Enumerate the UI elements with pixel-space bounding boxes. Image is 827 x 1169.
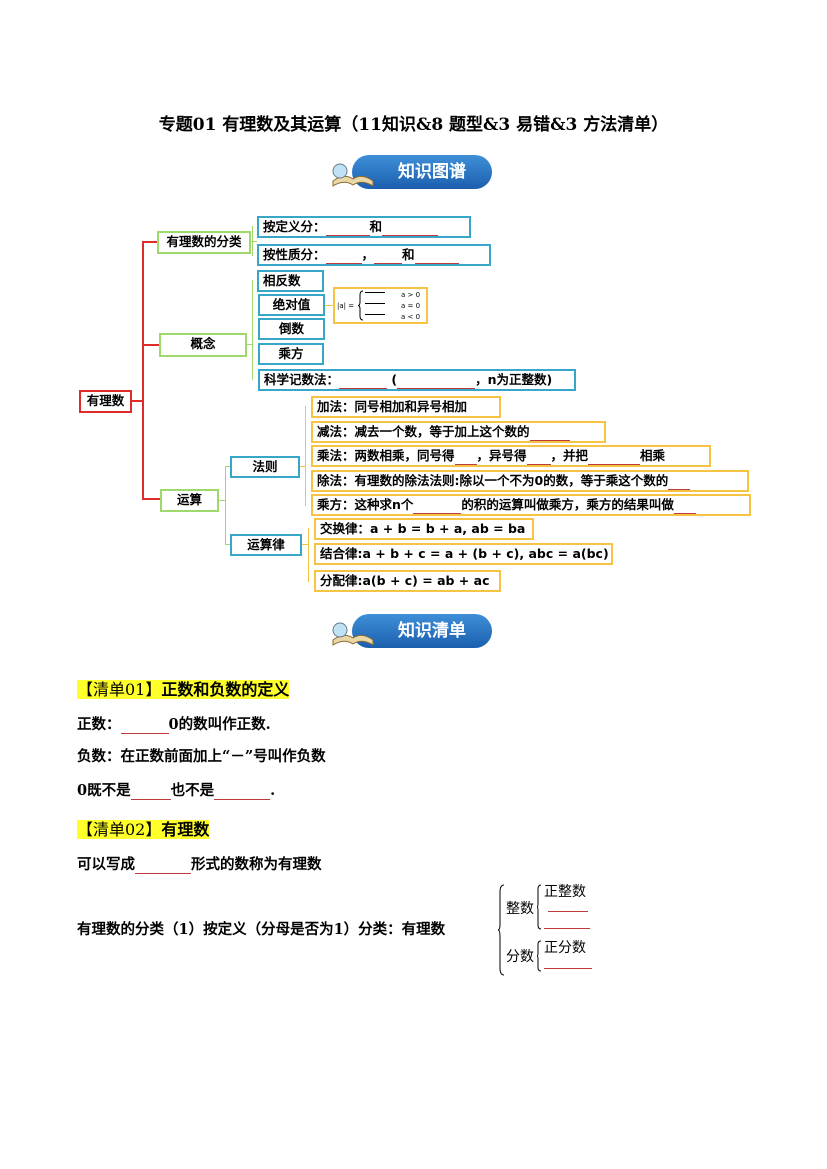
node-by-definition: 按定义分：和 bbox=[257, 216, 471, 238]
node-abs-formula: |a| = a > 0 a = 0 a < 0 bbox=[333, 287, 428, 324]
rule-division: 除法：有理数的除法法则:除以一个不为0的数，等于乘这个数的 bbox=[311, 470, 749, 492]
banner-label: 知识图谱 bbox=[352, 155, 492, 189]
banner-knowledge-map: 知识图谱 bbox=[330, 155, 492, 189]
integer-label: 整数 bbox=[506, 901, 534, 917]
positive-integer-label: 正整数 bbox=[544, 884, 586, 900]
node-classification: 有理数的分类 bbox=[157, 231, 251, 254]
negative-definition: 负数：在正数前面加上“－”号叫作负数 bbox=[77, 748, 326, 765]
rule-subtraction: 减法：减去一个数，等于加上这个数的 bbox=[311, 421, 606, 443]
book-icon bbox=[332, 163, 374, 187]
banner-knowledge-list: 知识清单 bbox=[330, 614, 492, 648]
law-distributive: 分配律:a(b + c) = ab + ac bbox=[314, 570, 501, 592]
blank bbox=[544, 928, 590, 929]
section-heading-01: 【清单01】正数和负数的定义 bbox=[77, 680, 290, 699]
section-heading-02: 【清单02】有理数 bbox=[77, 820, 210, 839]
book-icon bbox=[332, 622, 374, 646]
blank bbox=[548, 911, 588, 912]
classification-line: 有理数的分类（1）按定义（分母是否为1）分类：有理数 bbox=[77, 921, 446, 938]
brace-icon bbox=[497, 884, 505, 976]
brace-icon bbox=[536, 940, 542, 972]
law-commutative: 交换律：a + b = b + a, ab = ba bbox=[314, 518, 534, 540]
rule-addition: 加法：同号相加和异号相加 bbox=[311, 396, 501, 418]
node-laws: 运算律 bbox=[230, 534, 302, 556]
positive-fraction-label: 正分数 bbox=[544, 940, 586, 956]
zero-statement: 0既不是也不是. bbox=[77, 782, 276, 800]
node-reciprocal: 倒数 bbox=[258, 318, 325, 340]
node-opposite: 相反数 bbox=[257, 270, 324, 292]
node-rational-numbers: 有理数 bbox=[79, 390, 132, 413]
node-absolute: 绝对值 bbox=[258, 294, 325, 316]
rule-power: 乘方：这种求n个的积的运算叫做乘方，乘方的结果叫做 bbox=[311, 494, 751, 516]
node-concept: 概念 bbox=[159, 333, 247, 357]
brace-icon bbox=[357, 290, 364, 321]
banner-label: 知识清单 bbox=[352, 614, 492, 648]
blank bbox=[544, 968, 592, 969]
node-operations: 运算 bbox=[160, 489, 219, 512]
node-by-property: 按性质分：，和 bbox=[257, 244, 491, 266]
page-title: 专题01 有理数及其运算（11知识&8 题型&3 易错&3 方法清单） bbox=[158, 115, 669, 135]
node-rules: 法则 bbox=[230, 456, 300, 478]
rule-multiplication: 乘法：两数相乘，同号得，异号得，并把相乘 bbox=[311, 445, 711, 467]
positive-definition: 正数：0的数叫作正数. bbox=[77, 716, 271, 734]
fraction-label: 分数 bbox=[506, 949, 534, 965]
node-scientific-notation: 科学记数法： (，n为正整数) bbox=[258, 369, 576, 391]
rational-definition: 可以写成形式的数称为有理数 bbox=[77, 856, 322, 874]
brace-icon bbox=[536, 884, 542, 930]
law-associative: 结合律:a + b + c = a + (b + c), abc = a(bc) bbox=[314, 543, 613, 565]
node-power: 乘方 bbox=[258, 343, 324, 365]
